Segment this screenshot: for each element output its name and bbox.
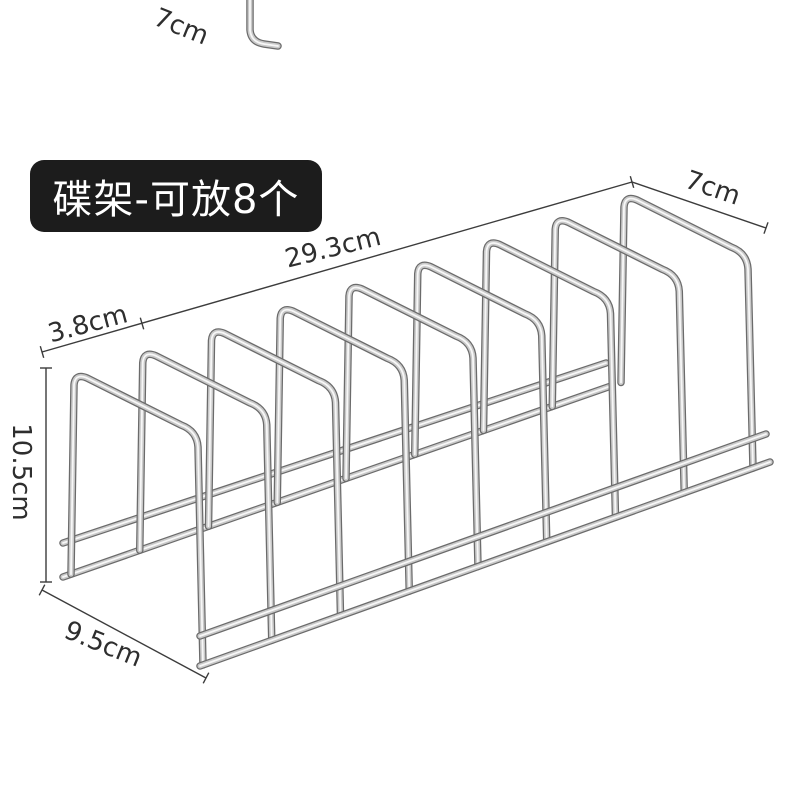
base-dimension-line (38, 584, 210, 684)
depth-tick-end (763, 222, 769, 234)
depth-label: 7cm (681, 165, 744, 212)
divider-wire (411, 261, 551, 546)
length-tick-start (39, 346, 45, 358)
height-dimension-line (40, 367, 52, 583)
front-rails (196, 430, 774, 670)
cropped-rack-wire (246, 0, 282, 50)
length-line (41, 181, 633, 353)
base-tick-start (38, 584, 46, 596)
base-tick-end (202, 672, 210, 684)
divider-wire (617, 194, 757, 472)
base-line (41, 589, 207, 679)
divider-wire (67, 372, 207, 669)
product-title-badge: 碟架-可放8个 (30, 160, 322, 232)
front-rail-lower (196, 458, 774, 670)
depth-dimension-line (631, 181, 769, 234)
product-title: 碟架-可放8个 (52, 177, 300, 223)
divider-wire (479, 239, 620, 522)
divider-wire (204, 328, 345, 620)
base-depth-label: 9.5cm (60, 616, 146, 674)
divider-wire (136, 350, 276, 645)
divider-wire (342, 283, 482, 571)
divider-wire (273, 306, 413, 595)
cropped-dimension-label: 7cm (149, 3, 212, 52)
slot-gap-label: 3.8cm (45, 299, 131, 349)
height-label: 10.5cm (6, 423, 36, 521)
cropped-rack-corner (246, 0, 282, 50)
dividers (67, 194, 757, 669)
divider-wire (548, 217, 688, 497)
depth-line (631, 181, 767, 229)
front-rail-upper (196, 430, 770, 640)
length-tick-mid (139, 317, 145, 330)
